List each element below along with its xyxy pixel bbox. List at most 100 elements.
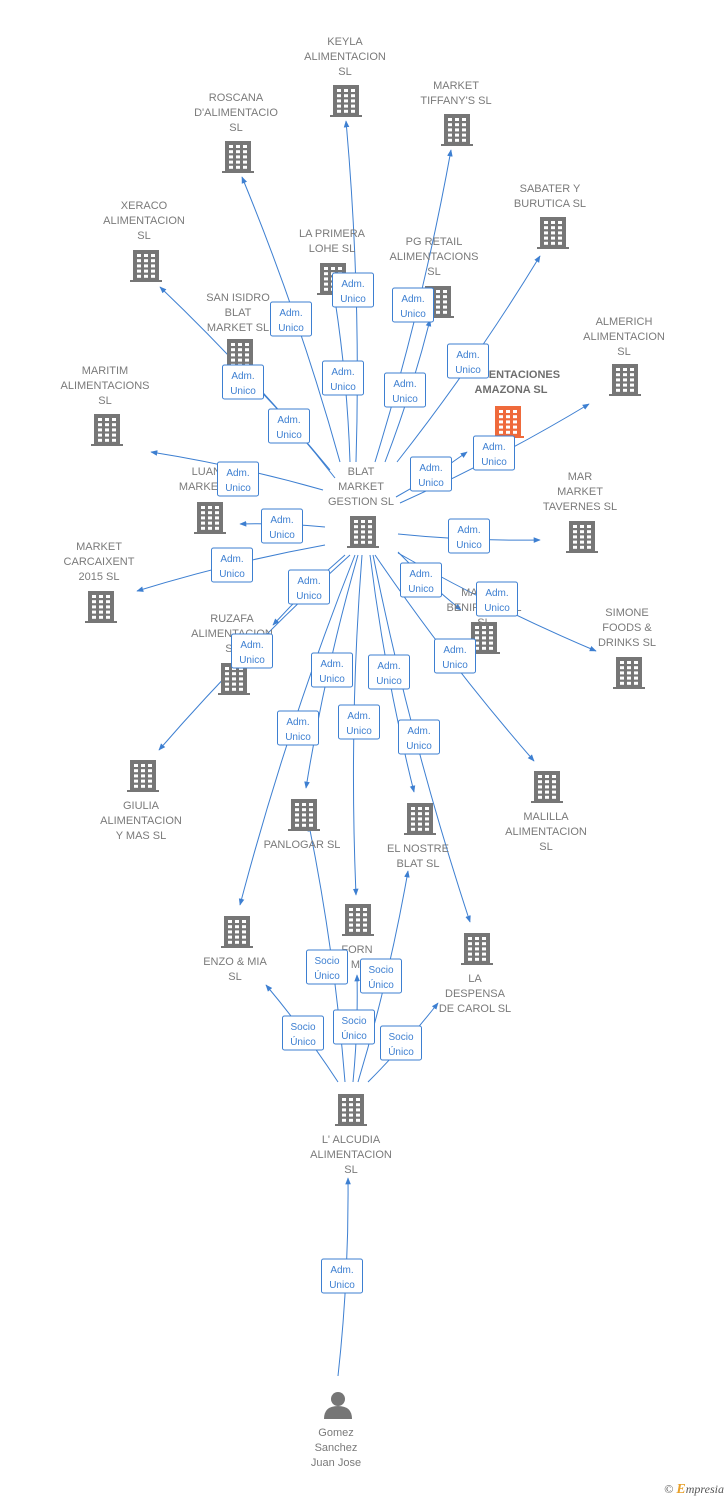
brand-logo-initial: E — [676, 1482, 686, 1497]
node-label: MALILLA — [523, 811, 569, 823]
node-label: FOODS & — [602, 622, 652, 634]
building-icon — [221, 916, 253, 948]
building-icon — [91, 414, 123, 446]
relationship-label-box — [448, 518, 490, 554]
node-label: FORN — [341, 944, 372, 956]
relationship-label-blat-market-to-keyla[interactable]: Adm.Unico — [332, 272, 374, 308]
relationship-label-box — [333, 1009, 375, 1045]
relationship-label-blat-market-to-almerich[interactable]: Adm.Unico — [473, 435, 515, 471]
node-label: Y MAS SL — [116, 830, 167, 842]
building-icon — [330, 85, 362, 117]
node-label: GIULIA — [123, 800, 160, 812]
relationship-label-text: Adm. — [485, 588, 508, 599]
relationship-label-blat-market-to-enzo[interactable]: Adm.Unico — [277, 710, 319, 746]
relationship-label-blat-market-to-giulia[interactable]: Adm.Unico — [231, 633, 273, 669]
relationship-label-box — [270, 301, 312, 337]
relationship-label-blat-market-to-panlogar[interactable]: Adm.Unico — [311, 652, 353, 688]
relationship-label-text: Adm. — [331, 367, 354, 378]
node-market-carcaixent[interactable]: MARKET CARCAIXENT 2015 SL — [64, 541, 135, 623]
building-icon — [347, 516, 379, 548]
edges-layer — [136, 120, 597, 1377]
building-icon — [342, 904, 374, 936]
relationship-label-box — [360, 958, 402, 994]
relationship-label-blat-market-to-xeraco[interactable]: Adm.Unico — [222, 364, 264, 400]
relationship-label-blat-market-to-malilla[interactable]: Adm.Unico — [434, 638, 476, 674]
relationship-label-text: Unico — [230, 386, 256, 397]
relationship-label-box — [288, 569, 330, 605]
node-label: TIFFANY'S SL — [420, 95, 491, 107]
node-label: SL — [617, 346, 630, 358]
relationship-label-blat-market-to-forn[interactable]: Adm.Unico — [338, 704, 380, 740]
relationship-label-blat-market-to-sabater[interactable]: Adm.Unico — [447, 343, 489, 379]
relationship-label-box — [473, 435, 515, 471]
node-label: BLAT — [348, 466, 375, 478]
node-panlogar[interactable]: PANLOGAR SL — [264, 799, 341, 851]
node-label: AMAZONA SL — [475, 384, 548, 396]
relationship-label-text: Socio — [368, 965, 393, 976]
relationship-label-blat-market-to-el-nostre[interactable]: Adm.Unico — [368, 654, 410, 690]
relationship-label-text: Unico — [481, 457, 507, 468]
node-label: SABATER Y — [520, 183, 581, 195]
relationship-label-blat-market-to-maritim[interactable]: Adm.Unico — [217, 461, 259, 497]
relationship-label-blat-market-to-market-carcaixent[interactable]: Adm.Unico — [211, 547, 253, 583]
relationship-label-text: Unico — [442, 660, 468, 671]
relationship-label-gomez-to-alcudia[interactable]: Adm.Unico — [321, 1258, 363, 1294]
node-label: ROSCANA — [209, 92, 264, 104]
relationship-label-blat-market-to-pg-retail[interactable]: Adm.Unico — [384, 372, 426, 408]
relationship-label-blat-market-to-market-tiffanys[interactable]: Adm.Unico — [392, 287, 434, 323]
relationship-label-text: Socio — [388, 1032, 413, 1043]
relationship-label-blat-market-to-ruzafa[interactable]: Adm.Unico — [288, 569, 330, 605]
relationship-label-text: Unico — [376, 676, 402, 687]
relationship-label-blat-market-to-san-isidro[interactable]: Adm.Unico — [268, 408, 310, 444]
node-label: Sanchez — [315, 1442, 358, 1454]
relationship-label-blat-market-to-la-primera[interactable]: Adm.Unico — [322, 360, 364, 396]
node-label: MARKET — [76, 541, 122, 553]
node-label: SL — [228, 971, 241, 983]
relationship-label-box — [332, 272, 374, 308]
node-label: CARCAIXENT — [64, 556, 135, 568]
relationship-label-blat-market-to-luana[interactable]: Adm.Unico — [261, 508, 303, 544]
relationship-label-box — [434, 638, 476, 674]
node-label: SL — [229, 122, 242, 134]
node-label: PG RETAIL — [406, 236, 463, 248]
relationship-label-text: Unico — [269, 530, 295, 541]
node-label: 2015 SL — [79, 571, 120, 583]
relationship-label-blat-market-to-mar-market[interactable]: Adm.Unico — [448, 518, 490, 554]
node-label: BLAT SL — [396, 858, 439, 870]
relationship-label-text: Socio — [290, 1022, 315, 1033]
relationship-label-text: Unico — [276, 430, 302, 441]
relationship-label-blat-market-to-simone[interactable]: Adm.Unico — [476, 581, 518, 617]
relationship-label-text: Unico — [285, 732, 311, 743]
relationship-label-blat-market-to-la-despensa[interactable]: Adm.Unico — [398, 719, 440, 755]
relationship-label-blat-market-to-roscana[interactable]: Adm.Unico — [270, 301, 312, 337]
relationship-label-blat-market-to-market-beniparrell[interactable]: Adm.Unico — [400, 562, 442, 598]
relationship-label-blat-market-to-amazona[interactable]: Adm.Unico — [410, 456, 452, 492]
node-label: GESTION SL — [328, 496, 394, 508]
relationship-label-text: Único — [314, 969, 340, 982]
